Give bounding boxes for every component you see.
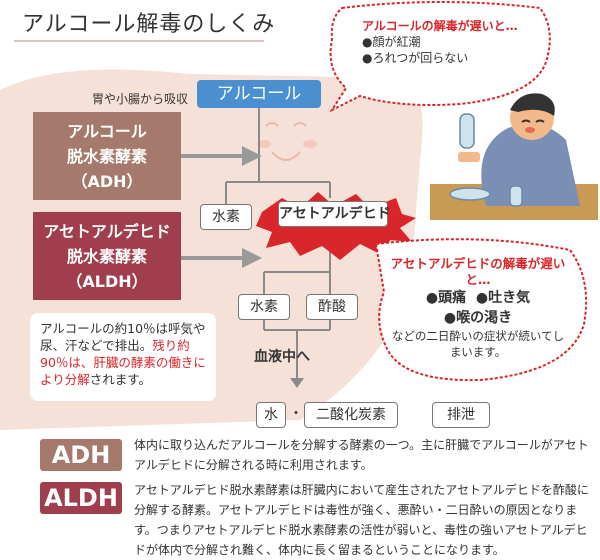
bubble1-title: アルコールの解毒が遅いと…	[362, 19, 518, 33]
bubble1: アルコールの解毒が遅いと… ●顔が紅潮 ●ろれつが回らない	[362, 18, 572, 66]
separator-dot: ・	[289, 406, 303, 422]
note-part2: 残り約90％は、肝臓の酵素の働きにより分解	[40, 338, 206, 387]
bubble2-footer: などの二日酔いの症状が続いてしまいます。	[391, 329, 565, 359]
alcohol-box: アルコール	[197, 80, 321, 108]
bubble1-item1: ●顔が紅潮	[362, 35, 421, 49]
aldh-line2: 脱水素酵素	[66, 246, 147, 266]
acetic-acid-box: 酢酸	[306, 294, 358, 320]
bubble2-item1: ●頭痛	[425, 290, 467, 306]
aldh-enzyme-box: アセトアルデヒド 脱水素酵素 （ALDH）	[33, 212, 181, 300]
bubble2: アセトアルデヒドの解毒が遅いと… ●頭痛 ●吐き気 ●喉の渇き などの二日酔いの…	[388, 256, 568, 360]
bubble1-item2: ●ろれつが回らない	[362, 51, 469, 65]
title-underline	[14, 40, 264, 42]
aldh-description: アセトアルデヒド脱水素酵素は肝臓内において産生されたアセトアルデヒドを酢酸に分解…	[134, 483, 589, 557]
liver-face-icon	[265, 122, 307, 161]
hydrogen-box-2: 水素	[238, 294, 290, 320]
aldh-line1: アセトアルデヒド	[43, 221, 171, 241]
bubble2-item3: ●喉の渇き	[443, 310, 513, 326]
co2-box: 二酸化炭素	[304, 402, 398, 428]
absorb-label: 胃や小腸から吸収	[92, 92, 189, 106]
adh-line3: （ADH）	[71, 171, 143, 191]
adh-line1: アルコール	[67, 121, 147, 141]
adh-line2: 脱水素酵素	[66, 146, 147, 166]
hydrogen-box-1: 水素	[200, 204, 252, 230]
arrow-down-blood	[290, 378, 304, 388]
excretion-box: 排泄	[432, 402, 490, 428]
aldh-arrow	[242, 248, 262, 268]
adh-label: ADH	[40, 439, 122, 471]
aldh-line3: （ALDH）	[66, 271, 148, 291]
acetaldehyde-box: アセトアルデヒド	[278, 201, 391, 227]
note-part3: されます。	[89, 372, 152, 387]
bubble2-shape	[374, 238, 588, 382]
excretion-note: アルコールの約10％は呼気や尿、汗などで排出。残り約90％は、肝臓の酵素の働きに…	[30, 313, 216, 401]
bubble2-item2: ●吐き気	[475, 290, 531, 306]
drunk-man-illustration	[430, 93, 598, 220]
bubble1-shape	[329, 1, 551, 113]
page-title: アルコール解毒のしくみ	[22, 12, 276, 37]
water-box: 水	[256, 402, 286, 428]
adh-enzyme-box: アルコール 脱水素酵素 （ADH）	[33, 112, 181, 200]
note-part1: アルコールの約10％は呼気や尿、汗などで排出。	[40, 321, 206, 353]
adh-description: 体内に取り込んだアルコールを分解する酵素の一つ。主に肝臓でアルコールがアセトアル…	[134, 438, 589, 472]
bubble2-title: アセトアルデヒドの解毒が遅いと…	[390, 256, 566, 287]
blood-label: 血液中へ	[254, 349, 310, 365]
aldh-label: ALDH	[40, 482, 122, 514]
adh-arrow	[242, 146, 262, 166]
